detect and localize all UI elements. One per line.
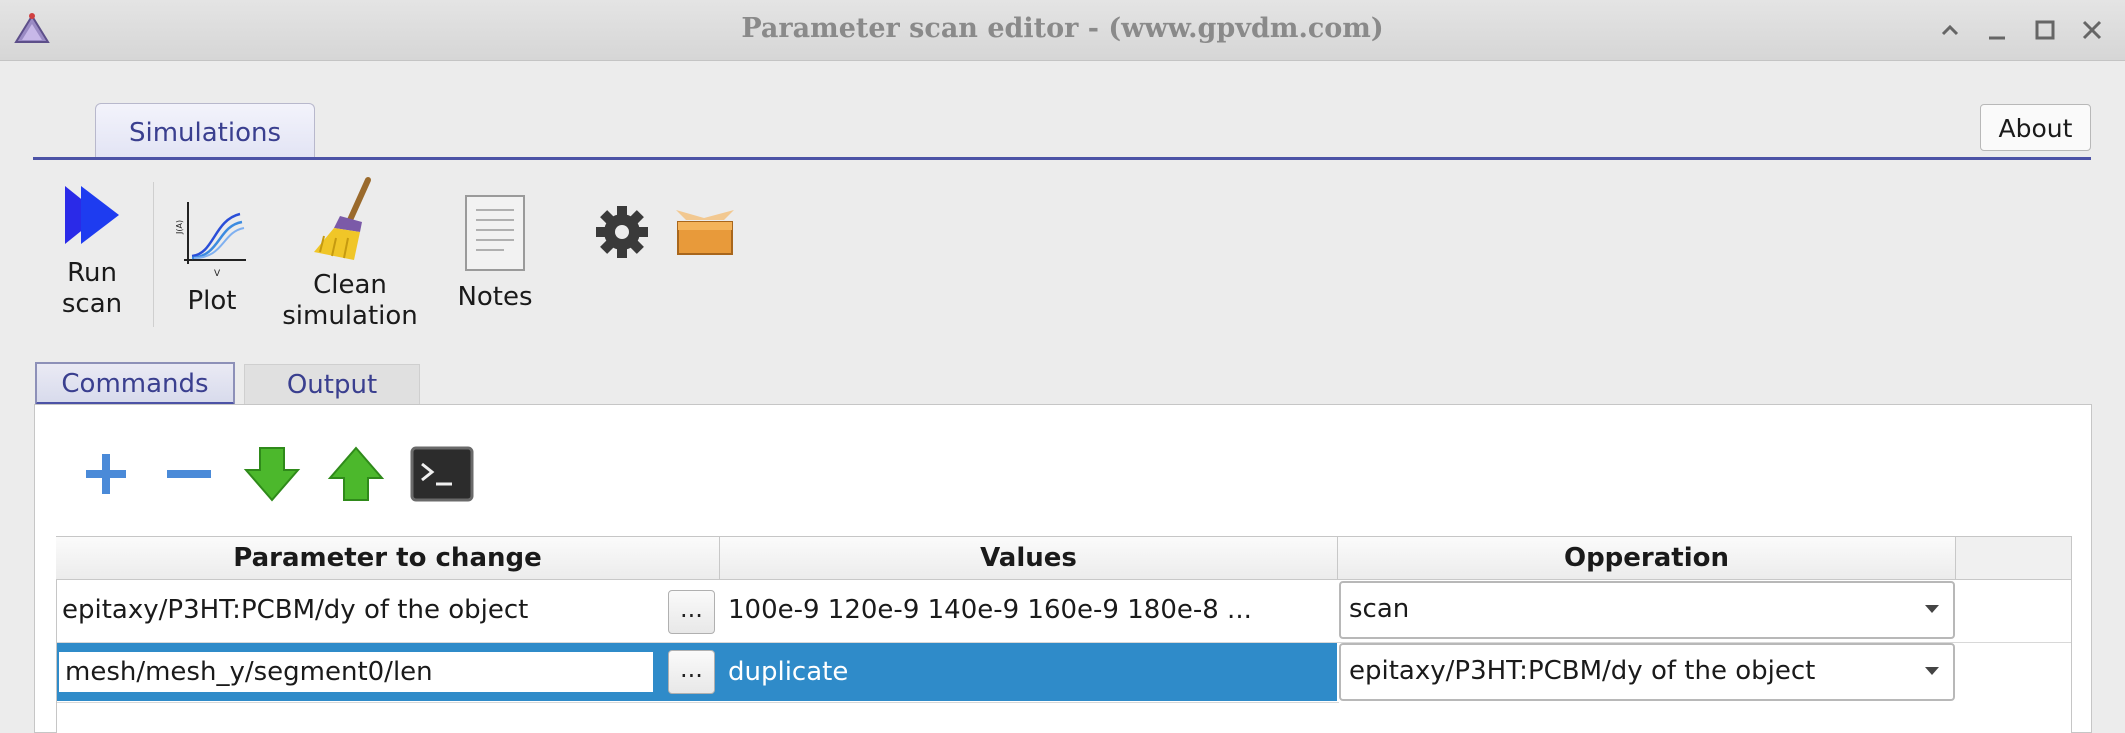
browse-parameter-button[interactable]: ... [668,590,715,634]
tab-output[interactable]: Output [244,364,420,408]
parameter-cell[interactable]: epitaxy/P3HT:PCBM/dy of the object [62,595,529,625]
tab-underline [33,157,2091,160]
operation-value: epitaxy/P3HT:PCBM/dy of the object [1349,656,1816,686]
notes-button[interactable]: Notes [445,192,545,313]
jv-curve-plot-icon: V J(A) [175,202,246,279]
window-minimize-icon[interactable] [1985,18,2009,42]
arrow-up-icon[interactable] [322,440,390,508]
window-title: Parameter scan editor - (www.gpvdm.com) [741,13,1384,44]
operation-select[interactable]: epitaxy/P3HT:PCBM/dy of the object [1339,643,1955,701]
about-button[interactable]: About [1980,104,2091,151]
clean-label-line1: Clean [313,270,387,300]
terminal-icon[interactable] [408,440,476,508]
window-titlebar: Parameter scan editor - (www.gpvdm.com) [0,0,2125,61]
open-box-icon[interactable] [672,206,738,258]
window-close-icon[interactable] [2080,18,2104,42]
operation-select[interactable]: scan [1339,581,1955,639]
run-scan-label-line1: Run [67,258,117,288]
window-maximize-icon[interactable] [2033,18,2057,42]
minus-icon[interactable] [155,440,223,508]
svg-text:J(A): J(A) [175,220,184,235]
header-parameter[interactable]: Parameter to change [56,536,720,580]
header-values[interactable]: Values [720,536,1338,580]
row-divider [57,702,1339,703]
clean-label-line2: simulation [282,301,418,331]
row-divider [57,642,2071,643]
tab-simulations[interactable]: Simulations [95,103,315,158]
header-operation[interactable]: Opperation [1338,536,1956,580]
browse-parameter-button[interactable]: ... [668,650,715,694]
parameter-edit-field[interactable] [57,650,655,694]
run-scan-button[interactable]: Run scan [52,180,132,320]
values-cell[interactable]: 100e-9 120e-9 140e-9 160e-9 180e-8 ... [728,595,1252,625]
document-icon [465,195,525,271]
plot-label: Plot [187,286,237,316]
ribbon-separator [153,182,154,327]
broom-icon [314,177,371,260]
play-forward-icon [65,186,119,244]
tab-commands[interactable]: Commands [35,362,235,406]
arrow-down-icon[interactable] [238,440,306,508]
chevron-down-icon [1925,667,1939,675]
header-filler [1956,536,2072,580]
operation-value: scan [1349,594,1410,624]
svg-text:V: V [214,269,221,278]
chevron-down-icon [1925,605,1939,613]
run-scan-label-line2: scan [61,289,123,319]
notes-label: Notes [457,282,533,312]
window-shade-icon[interactable] [1938,18,1962,42]
plot-button[interactable]: V J(A) Plot [172,196,252,317]
app-icon [14,13,50,43]
values-cell[interactable]: duplicate [728,657,849,687]
clean-simulation-button[interactable]: Clean simulation [280,176,420,332]
gear-icon[interactable] [594,204,650,260]
plus-icon[interactable] [72,440,140,508]
